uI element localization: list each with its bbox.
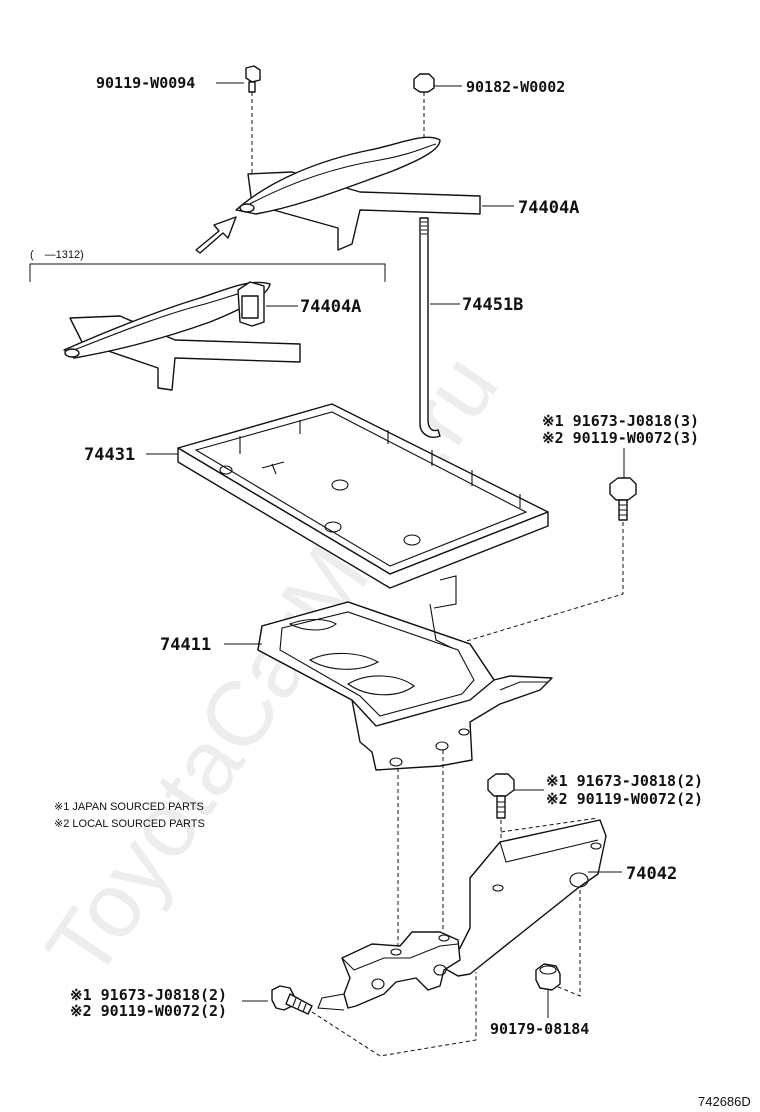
nut-90179-08184[interactable] [535,963,561,991]
label-90119-w0094: 90119-W0094 [96,74,195,92]
label-bolt-left-1: ※1 91673-J0818(2) [70,986,227,1004]
bracket-74042[interactable] [317,819,607,1011]
label-74451b: 74451B [462,295,523,315]
label-bolt-left-2: ※2 90119-W0072(2) [70,1002,227,1020]
range-bracket [29,263,386,282]
bolt-left-91673-j0818[interactable] [271,985,313,1015]
label-74404a-lower: 74404A [300,297,361,317]
label-74404a-upper: 74404A [518,198,579,218]
note-local-sourced: ※2 LOCAL SOURCED PARTS [54,818,205,830]
clamp-74404a-upper[interactable] [235,136,481,251]
tray-74431[interactable] [177,403,549,589]
bolt-left-guide [311,972,477,1057]
bolt-right-91673-j0818[interactable] [609,477,637,521]
carrier-74411[interactable] [257,575,553,771]
rod-74451b[interactable] [419,217,441,438]
bolt-90119-w0094[interactable] [245,65,261,93]
bolt-mid-91673-j0818[interactable] [487,773,515,819]
bolt-right-guide [429,522,624,653]
label-bolt-mid-1: ※1 91673-J0818(2) [546,772,703,790]
label-74042: 74042 [626,864,677,884]
label-90179-08184: 90179-08184 [490,1020,589,1038]
label-90182-w0002: 90182-W0002 [466,78,565,96]
label-bolt-mid-2: ※2 90119-W0072(2) [546,790,703,808]
bracket-guide-top [500,817,599,833]
bracket-guide-right [555,890,581,997]
clamp-74404a-lower[interactable] [63,281,301,391]
label-74411: 74411 [160,635,211,655]
direction-arrow [195,216,237,254]
label-bolt-right-1: ※1 91673-J0818(3) [542,412,699,430]
nut-90182-w0002[interactable] [413,73,435,93]
label-bolt-right-2: ※2 90119-W0072(3) [542,429,699,447]
label-74431: 74431 [84,445,135,465]
note-japan-sourced: ※1 JAPAN SOURCED PARTS [54,801,204,813]
diagram-code: 742686D [698,1094,751,1109]
range-note: ( —1312) [30,249,84,261]
